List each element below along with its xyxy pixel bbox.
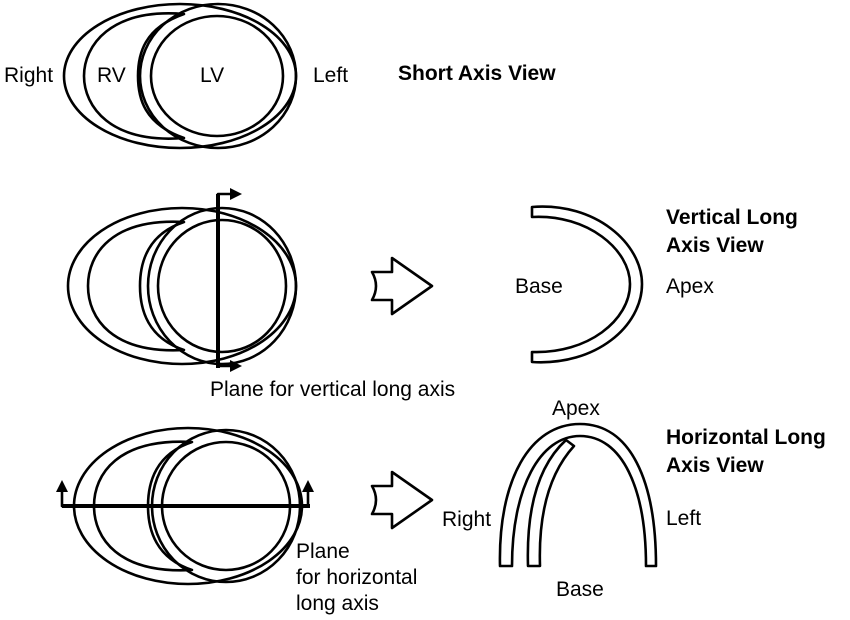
- short-axis-right-label: Right: [4, 64, 54, 87]
- vertical-long-axis-shape: [530, 205, 644, 364]
- plane-arrow-bottom-head: [230, 360, 242, 372]
- horizontal-left-label: Left: [666, 507, 702, 530]
- plane-arrow-right-head: [302, 480, 314, 492]
- lv-label: LV: [200, 64, 225, 87]
- lv-outer-wall: [146, 206, 298, 366]
- horizontal-plane-caption-line1: Plane: [296, 540, 350, 563]
- vertical-apex-label: Apex: [666, 275, 714, 298]
- horizontal-transition-arrow: [370, 470, 434, 530]
- plane-arrow-left-head: [56, 480, 68, 492]
- short-axis-heart: [62, 2, 298, 150]
- plane-arrow-top-head: [230, 188, 242, 200]
- horizontal-plane-heart: [56, 426, 314, 586]
- vertical-plane-heart: [66, 188, 298, 372]
- lv-outer-wall: [138, 2, 298, 150]
- short-axis-left-label: Left: [313, 64, 349, 87]
- vertical-transition-arrow: [370, 256, 434, 316]
- rv-inner-crescent: [92, 440, 194, 572]
- rv-label: RV: [97, 64, 126, 87]
- rv-inner-crescent: [86, 220, 186, 352]
- lv-inner-cavity: [149, 14, 285, 138]
- septum-inner-arch: [526, 438, 576, 568]
- horizontal-long-axis-shape: [498, 422, 658, 568]
- horizontal-plane-caption-line2: for horizontal: [296, 566, 418, 589]
- rv-inner-crescent: [82, 12, 186, 140]
- horizontal-apex-label: Apex: [552, 397, 600, 420]
- vertical-title-line1: Vertical Long: [666, 206, 798, 229]
- lv-inner-cavity: [156, 218, 288, 354]
- lv-wall-outer-arch: [498, 422, 658, 568]
- vertical-plane-caption: Plane for vertical long axis: [210, 378, 456, 401]
- vertical-base-label: Base: [515, 275, 563, 298]
- short-axis-title: Short Axis View: [398, 62, 556, 85]
- horizontal-title-line2: Axis View: [666, 454, 764, 477]
- vertical-title-line2: Axis View: [666, 234, 764, 257]
- horizontal-base-label: Base: [556, 578, 604, 601]
- horizontal-plane-caption-line3: long axis: [296, 592, 379, 615]
- horizontal-title-line1: Horizontal Long: [666, 426, 826, 449]
- horizontal-right-label: Right: [442, 508, 492, 531]
- outer-heart-outline: [66, 206, 298, 366]
